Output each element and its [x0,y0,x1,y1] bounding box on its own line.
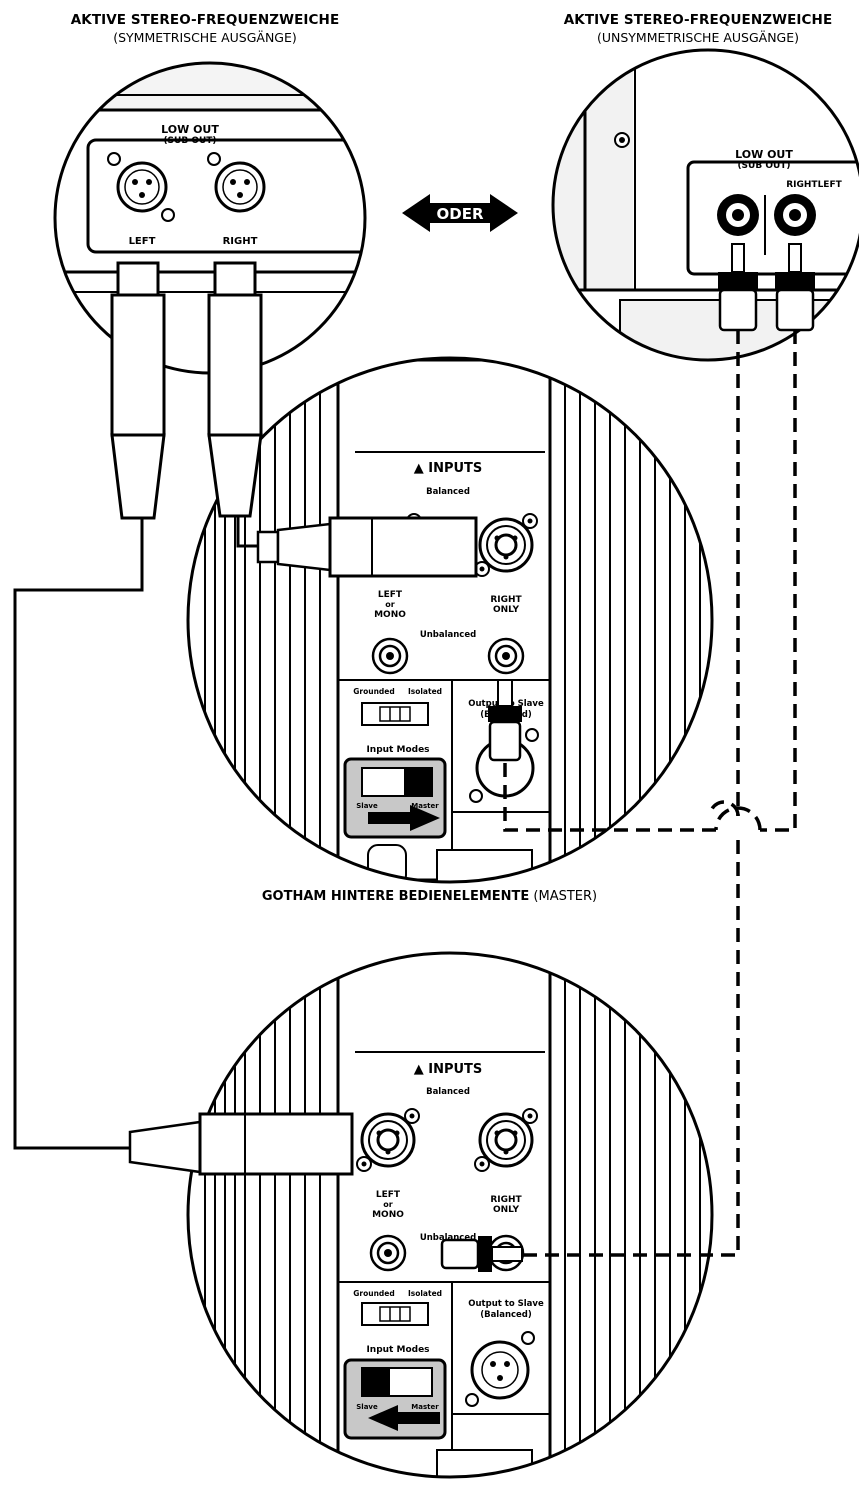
slave-right-line1: RIGHT [490,1195,522,1205]
xlr-left-output [107,152,175,222]
master-jack-left [371,637,409,675]
master-rca-plug [488,679,522,762]
rca-jack-right [774,194,816,236]
rca-jack-left [717,194,759,236]
slave-left-line3: MONO [372,1210,404,1220]
caption-master-bold: GOTHAM HINTERE BEDIENELEMENTE [261,889,530,904]
slave-master-label: Master [411,1403,439,1411]
unbalanced-crossover-view: LOW OUT (SUB OUT) RIGHTLEFT [551,48,859,362]
master-right-line1: RIGHT [490,595,522,605]
master-xlr-plug [256,516,478,578]
rca-plug-left [718,243,758,332]
master-grounded-label: Grounded [353,687,395,696]
slave-output-line1: Output to Slave [468,1299,544,1309]
xlr-right-output [207,152,266,213]
slave-panel-view: ▲ INPUTS Balanced LEFT or MONO RIGHT ONL… [128,951,714,1479]
caption-master-panel: GOTHAM HINTERE BEDIENELEMENTE (MASTER) [0,889,859,904]
master-left-line3: MONO [374,610,406,620]
slave-input-modes-label: Input Modes [366,1345,429,1355]
slave-isolated-label: Isolated [408,1289,442,1298]
caption-title-left: AKTIVE STEREO-FREQUENZWEICHE [70,12,340,28]
master-ground-switch [361,702,429,726]
slave-mode-switch [343,1358,447,1440]
caption-master-rest: (MASTER) [533,889,598,904]
master-mode-switch [343,757,447,839]
master-panel-view: ▲ INPUTS Balanced LEFT or MONO RIGHT ONL… [186,356,714,884]
slave-balanced-label: Balanced [426,1087,470,1097]
unbalanced-sub-out-label: (SUB OUT) [737,161,790,171]
slave-inputs-label: ▲ INPUTS [414,1062,483,1077]
balanced-cables [13,261,263,1150]
slave-right-line2: ONLY [493,1205,520,1215]
xlr-left-label: LEFT [129,236,156,247]
unbalanced-channels-label: RIGHTLEFT [786,180,842,190]
caption-unbalanced-crossover: AKTIVE STEREO-FREQUENZWEICHE (UNSYMMETRI… [528,12,859,45]
xlr-right-label: RIGHT [223,236,258,247]
slave-xlr-output [465,1331,535,1407]
master-unbalanced-label: Unbalanced [420,630,476,640]
master-left-line1: LEFT [378,590,403,600]
caption-title-right: AKTIVE STEREO-FREQUENZWEICHE [563,12,833,28]
master-inputs-label: ▲ INPUTS [414,461,483,476]
master-left-line2: or [385,600,394,609]
slave-rca-plug [440,1236,523,1272]
master-slave-label: Slave [356,802,378,810]
caption-sub-right: (UNSYMMETRISCHE AUSGÄNGE) [596,30,800,45]
slave-slave-label: Slave [356,1403,378,1411]
unbalanced-cables [503,330,797,1257]
slave-ground-switch [361,1302,429,1326]
balanced-sub-out-label: (SUB OUT) [163,136,216,146]
slave-left-line2: or [383,1200,392,1209]
slave-output-line2: (Balanced) [480,1310,532,1320]
oder-label: ODER [437,205,484,223]
rca-plug-right [775,243,815,332]
slave-unbalanced-label: Unbalanced [420,1233,476,1243]
slave-grounded-label: Grounded [353,1289,395,1298]
slave-xlr-plug [128,1112,354,1176]
master-right-line2: ONLY [493,605,520,615]
caption-sub-left: (SYMMETRISCHE AUSGÄNGE) [113,30,297,45]
master-jack-right [487,637,525,675]
master-balanced-label: Balanced [426,487,470,497]
caption-balanced-crossover: AKTIVE STEREO-FREQUENZWEICHE (SYMMETRISC… [40,12,370,45]
oder-arrow: ODER [402,194,518,232]
master-master-label: Master [411,802,439,810]
slave-jack-left [369,1234,407,1272]
unbalanced-low-out-label: LOW OUT [735,148,793,161]
master-input-modes-label: Input Modes [366,745,429,755]
slave-left-line1: LEFT [376,1190,401,1200]
balanced-low-out-label: LOW OUT [161,123,219,136]
master-isolated-label: Isolated [408,687,442,696]
